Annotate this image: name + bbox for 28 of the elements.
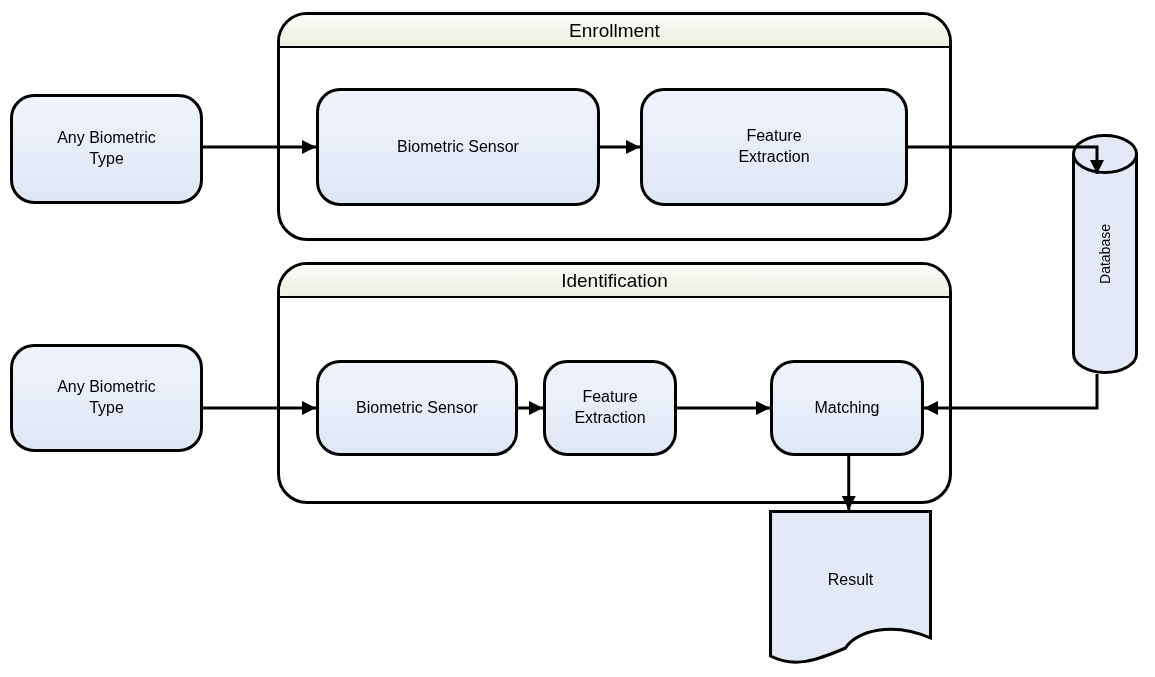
arrow <box>203 140 316 154</box>
arrow <box>518 401 543 415</box>
container-header: Enrollment <box>280 15 949 48</box>
process-box <box>770 360 924 456</box>
node-label: Matching <box>814 397 880 418</box>
container-header: Identification <box>280 265 949 298</box>
process-box <box>10 344 203 452</box>
node-label: Any Biometric Type <box>56 128 157 169</box>
process-box <box>640 88 908 206</box>
group-container <box>277 262 952 504</box>
node-label: Result <box>826 570 875 590</box>
process-box <box>543 360 677 456</box>
node-label: Database <box>1095 224 1114 284</box>
process-box <box>10 94 203 204</box>
node-label: Feature Extraction <box>573 387 647 428</box>
process-box <box>316 360 518 456</box>
arrow <box>677 401 770 415</box>
arrow <box>203 401 316 415</box>
node-label: Biometric Sensor <box>397 136 519 157</box>
arrow <box>924 374 1099 415</box>
arrow <box>841 456 856 510</box>
arrow <box>908 145 1104 174</box>
node-label: Feature Extraction <box>737 126 811 167</box>
process-box <box>316 88 600 206</box>
arrow <box>600 140 640 154</box>
group-container <box>277 12 952 241</box>
node-label: Any Biometric Type <box>56 377 157 418</box>
node-label: Biometric Sensor <box>356 397 478 418</box>
